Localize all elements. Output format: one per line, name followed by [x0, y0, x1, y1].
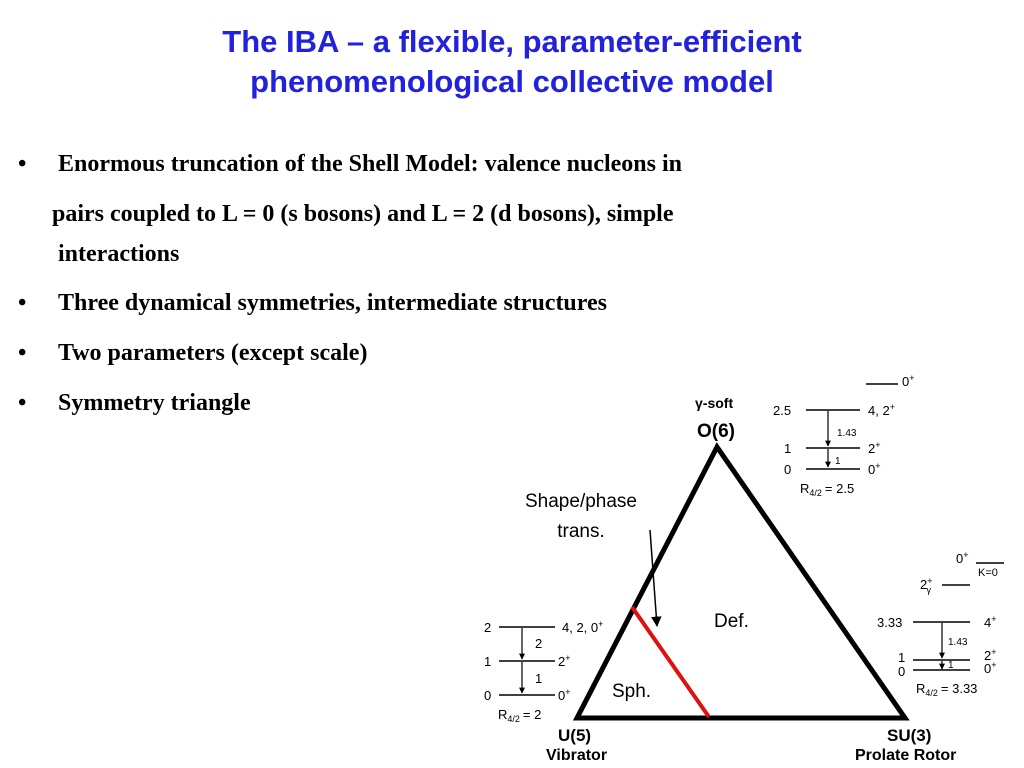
- bullet-marker: •: [18, 340, 27, 366]
- slide-title: The IBA – a flexible, parameter-efficien…: [0, 22, 1024, 102]
- level-spin: 0+: [868, 461, 881, 477]
- level-spin: 0+: [558, 687, 571, 703]
- level-energy: 1: [784, 441, 791, 456]
- transition-value: 1: [835, 456, 841, 467]
- bullet-4: Symmetry triangle: [58, 390, 251, 416]
- transition-value: 1.43: [837, 428, 857, 439]
- band-label: K=0: [978, 567, 998, 579]
- transition-value: 1: [535, 671, 542, 686]
- bullet-1-line-2: pairs coupled to L = 0 (s bosons) and L …: [52, 201, 674, 227]
- spherical-region-label: Sph.: [612, 681, 651, 702]
- bullet-1-line-1: Enormous truncation of the Shell Model: …: [58, 151, 683, 177]
- bullet-2: Three dynamical symmetries, intermediate…: [58, 290, 607, 316]
- level-spin: 2+: [984, 647, 997, 663]
- level-spin: 2+: [558, 653, 571, 669]
- transition-value: 1.43: [948, 637, 968, 648]
- title-line-2: phenomenological collective model: [250, 64, 774, 99]
- level-spin: 4, 2+: [868, 402, 895, 418]
- level-energy: 1: [898, 650, 905, 665]
- bullet-3: Two parameters (except scale): [58, 340, 368, 366]
- level-spin: 0+: [984, 660, 997, 676]
- transition-value: 1: [948, 660, 954, 671]
- bullet-marker: •: [18, 390, 27, 416]
- bullet-1-line-3: interactions: [58, 241, 180, 267]
- band-level-spin: 0+: [956, 550, 969, 566]
- transition-value: 2: [535, 636, 542, 651]
- deformed-region-label: Def.: [714, 611, 749, 632]
- transition-label-line-2: trans.: [557, 521, 605, 542]
- level-energy: 2: [484, 620, 491, 635]
- title-line-1: The IBA – a flexible, parameter-efficien…: [222, 24, 802, 59]
- gamma-soft-label: γ-soft: [695, 395, 733, 411]
- level-energy: 3.33: [877, 615, 902, 630]
- level-energy: 0: [784, 462, 791, 477]
- level-spin: 4+: [984, 614, 997, 630]
- transition-pointer-arrow: [649, 529, 662, 628]
- level-energy: 1: [484, 654, 491, 669]
- u5-spectrum: 2 4, 2, 0+ 1 2+ 0 0+ 2 1 R4/2= 2: [484, 619, 603, 724]
- u5-vertex-label: U(5): [558, 726, 591, 745]
- level-spin: 4, 2, 0+: [562, 619, 603, 635]
- band-level-spin: 2+γ: [920, 576, 933, 595]
- level-spin: 2+: [868, 440, 881, 456]
- level-energy: 0: [484, 688, 491, 703]
- bullet-marker: •: [18, 290, 27, 316]
- o6-vertex-label: O(6): [697, 421, 735, 442]
- transition-label-line-1: Shape/phase: [525, 491, 637, 512]
- prolate-rotor-label: Prolate Rotor: [855, 747, 956, 764]
- ratio-label: R4/2= 2: [498, 707, 541, 724]
- ratio-label: R4/2= 3.33: [916, 681, 977, 698]
- su3-spectrum: 0+ K=0 2+γ 3.33 4+ 1 2+ 0 0+ 1.43 1 R4/2…: [877, 550, 1004, 698]
- level-energy: 2.5: [773, 403, 791, 418]
- level-spin: 0+: [902, 373, 915, 389]
- ratio-label: R4/2= 2.5: [800, 481, 854, 498]
- su3-vertex-label: SU(3): [887, 726, 931, 745]
- symmetry-triangle: [572, 442, 910, 721]
- level-energy: 0: [898, 664, 905, 679]
- bullet-marker: •: [18, 151, 27, 177]
- phase-transition-line: [630, 605, 711, 719]
- o6-spectrum: 0+ 2.5 4, 2+ 1 2+ 0 0+ 1.43 1 R4/2= 2.5: [773, 373, 915, 498]
- vibrator-label: Vibrator: [546, 747, 607, 764]
